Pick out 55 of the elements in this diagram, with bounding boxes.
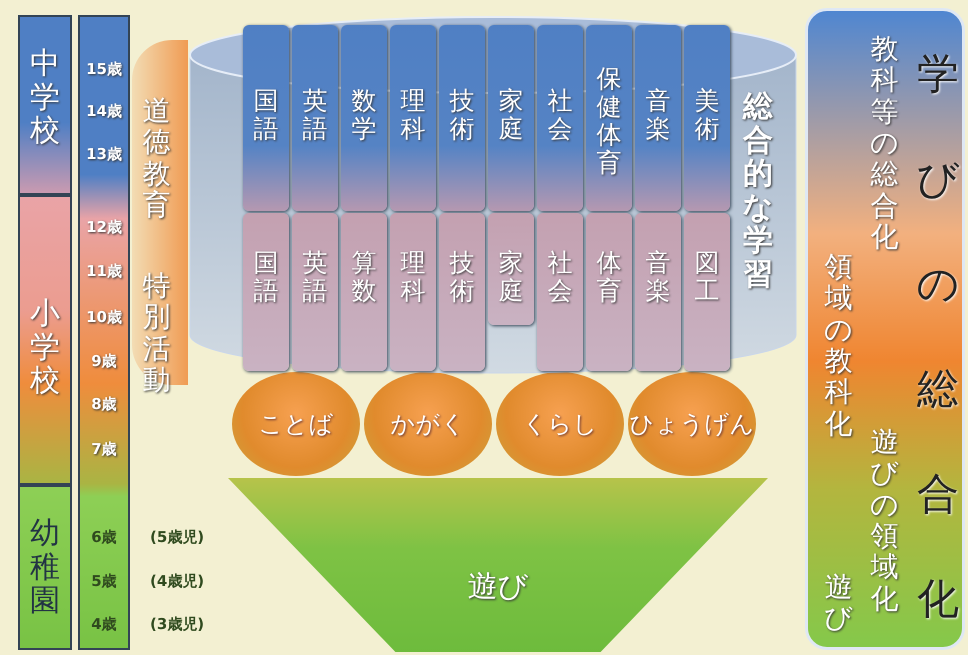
integrated-study-label: 総合的な学習 (742, 90, 774, 292)
age-label: 15歳 (85, 60, 123, 79)
subject-box: 図工 (684, 213, 730, 371)
subject-box: 体育 (586, 213, 632, 371)
age-label: 4歳 (90, 615, 118, 634)
subject-box: 算数 (341, 213, 387, 371)
school-label: 小学校 (29, 297, 60, 398)
category-label: かがく (390, 409, 466, 440)
panel-phrase: 遊びの領域化 (870, 426, 900, 614)
school-label: 幼稚園 (29, 517, 60, 618)
subject-box: 社会 (537, 213, 583, 371)
age-label: 5歳 (90, 572, 118, 591)
school-band (18, 485, 72, 650)
school-label: 中学校 (29, 47, 60, 148)
activity-label: 特別活動 (142, 270, 172, 396)
play-label: 遊び (468, 568, 528, 606)
category-label: くらし (522, 409, 598, 440)
subject-box: 技術 (439, 25, 485, 211)
age-label: 12歳 (85, 218, 123, 237)
subject-box: 美術 (684, 25, 730, 211)
panel-phrase: 領域の教科化 (824, 251, 854, 440)
subject-box: 英語 (292, 213, 338, 371)
subject-box: 家庭 (488, 213, 534, 325)
age-note: (5歳児) (150, 528, 204, 547)
age-label: 7歳 (90, 440, 118, 459)
age-label: 11歳 (85, 262, 123, 281)
age-note: (3歳児) (150, 615, 204, 634)
subject-box: 技術 (439, 213, 485, 371)
activity-label: 道徳教育 (142, 95, 172, 220)
category-label: ひょうげん (630, 409, 754, 440)
subject-box: 家庭 (488, 25, 534, 211)
school-band (18, 195, 72, 485)
subject-box: 音楽 (635, 25, 681, 211)
panel-phrase: 遊び (824, 571, 854, 634)
age-label: 13歳 (85, 145, 123, 164)
age-label: 6歳 (90, 528, 118, 547)
subject-box: 保健体育 (586, 25, 632, 211)
subject-box: 数学 (341, 25, 387, 211)
age-note: (4歳児) (150, 572, 204, 591)
subject-box: 国語 (243, 25, 289, 211)
subject-box: 理科 (390, 25, 436, 211)
summary-panel (805, 8, 965, 650)
subject-box: 国語 (243, 213, 289, 371)
panel-phrase: 教科等の総合化 (870, 33, 900, 253)
age-label: 9歳 (90, 352, 118, 371)
panel-title: 学びの総合化 (916, 48, 960, 625)
subject-box: 音楽 (635, 213, 681, 371)
subject-box: 社会 (537, 25, 583, 211)
subject-box: 理科 (390, 213, 436, 371)
age-label: 8歳 (90, 395, 118, 414)
age-label: 14歳 (85, 102, 123, 121)
age-label: 10歳 (85, 308, 123, 327)
category-label: ことば (258, 409, 334, 440)
subject-box: 英語 (292, 25, 338, 211)
school-band (18, 15, 72, 195)
